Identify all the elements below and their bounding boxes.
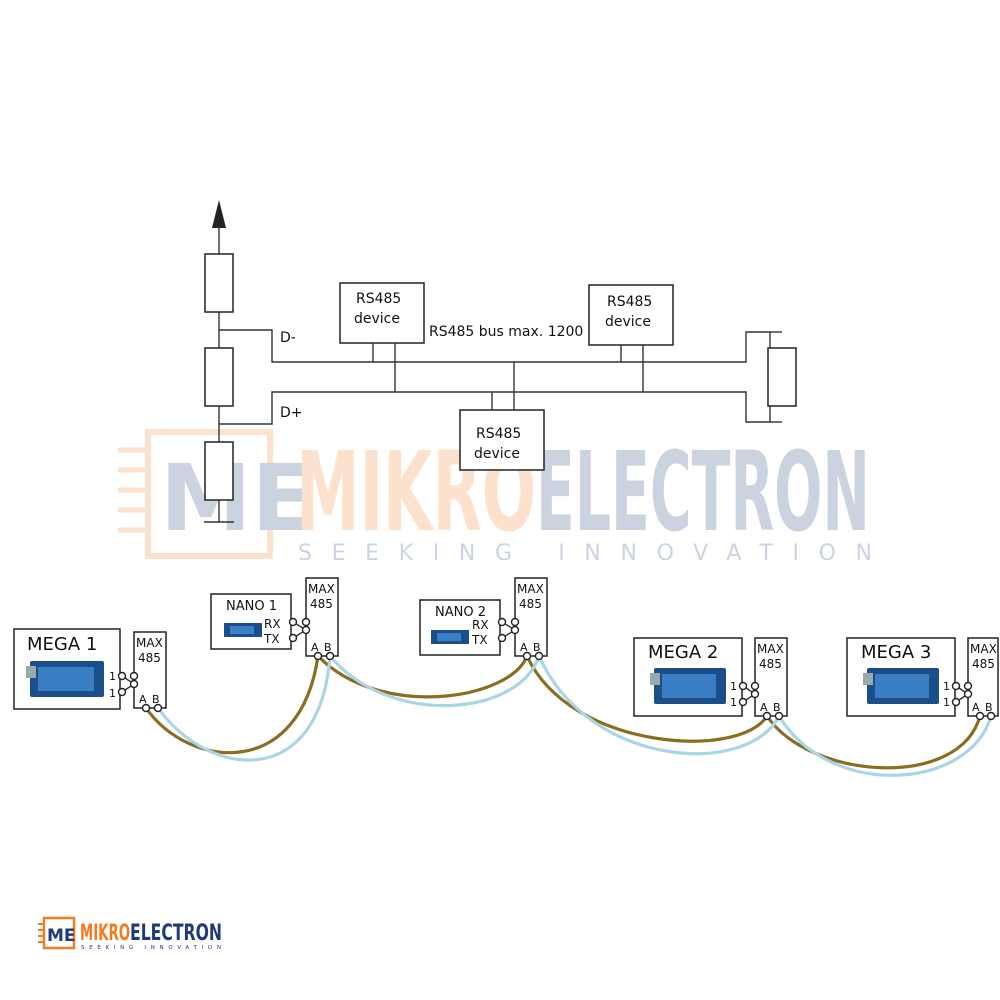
- node-nano-2: NANO 2 RX TX MAX 485 A B: [419, 577, 548, 661]
- nano-1-max485-line1: MAX: [308, 582, 335, 596]
- nano-2-max485-line1: MAX: [517, 582, 544, 596]
- watermark-logo-text: ME: [160, 445, 314, 552]
- mega-1-label: MEGA 1: [27, 634, 97, 655]
- cable-b-segment-4: [765, 715, 982, 770]
- mega-2-pin-bottom: 1: [730, 696, 737, 709]
- cable-b-segment-2: [316, 654, 529, 699]
- bus-schematic: D- D+ RS485 bus max. 1200 m RS485 device…: [204, 200, 797, 523]
- cable-a-segment-4: [777, 715, 993, 777]
- mega-3-pin-bottom: 1: [943, 696, 950, 709]
- nano-1-label: NANO 1: [226, 599, 277, 614]
- cable-a-segment-2: [328, 654, 541, 708]
- mega-1-max485-line1: MAX: [136, 636, 163, 650]
- mega-2-label: MEGA 2: [648, 642, 718, 663]
- watermark-brand-part2: ELECTRON: [536, 428, 870, 556]
- footer-tagline: SEEKING INNOVATION: [81, 945, 221, 951]
- bus-caption: RS485 bus max. 1200 m: [429, 324, 601, 340]
- node-mega-3: MEGA 3 MAX 485 1 1 A B: [846, 637, 999, 721]
- mega-2-max485-line2: 485: [759, 657, 782, 671]
- mega-2-pin-top: 1: [730, 680, 737, 693]
- mega-3-pin-b: B: [985, 701, 993, 714]
- device-3-line1: RS485: [476, 426, 521, 442]
- nano-1-box: [210, 593, 292, 650]
- node-mega-2: MEGA 2 MAX 485 1 1 A B: [633, 637, 788, 721]
- nano-2-pin-b: B: [533, 641, 541, 654]
- device-2-line1: RS485: [607, 294, 652, 310]
- nano-1-pin-rx: RX: [264, 617, 281, 631]
- footer-brand-part1: MIKRO: [80, 921, 130, 946]
- device-3-line2: device: [474, 446, 520, 462]
- d-minus-label: D-: [280, 330, 296, 346]
- mega-1-pin-top: 1: [109, 670, 116, 683]
- mega-2-pin-b: B: [773, 701, 781, 714]
- footer-brand-part2: ELECTRON: [130, 921, 222, 946]
- rs485-device-3: [459, 409, 545, 471]
- node-mega-1: MEGA 1 MAX 485 1 1 A B: [13, 628, 167, 713]
- nano-1-pin-tx: TX: [263, 632, 280, 646]
- footer-logo-text: ME: [47, 926, 76, 946]
- rs485-device-1: [339, 282, 425, 344]
- arduino-mega-board-icon: [650, 668, 726, 704]
- arduino-mega-board-icon: [26, 661, 104, 697]
- arduino-nano-board-icon: [431, 630, 469, 644]
- rs485-device-2: [588, 284, 674, 346]
- termination-resistor-right: [767, 347, 797, 407]
- cable-a-segment-1: [156, 655, 332, 762]
- mega-2-pin-a: A: [760, 701, 768, 714]
- nano-1-pin-a: A: [311, 641, 319, 654]
- mega-1-max485-line2: 485: [138, 651, 161, 665]
- mega-3-pin-a: A: [972, 701, 980, 714]
- arduino-mega-board-icon: [863, 668, 939, 704]
- mega-3-max485-line1: MAX: [970, 642, 997, 656]
- nano-2-max485: [514, 577, 548, 657]
- footer-logo: ME MIKRO ELECTRON SEEKING INNOVATION: [38, 916, 222, 951]
- chip-icon: [42, 916, 76, 950]
- device-2-line2: device: [605, 314, 651, 330]
- d-plus-label: D+: [280, 405, 303, 421]
- watermark: ME MIKRO ELECTRON SEEKING INNOVATION: [118, 428, 872, 566]
- cable-a-segment-3: [537, 655, 781, 756]
- termination-resistor-left: [204, 347, 234, 407]
- nano-1-pin-b: B: [324, 641, 332, 654]
- bus-cables: [144, 654, 993, 777]
- nano-2-box: [419, 599, 501, 656]
- nano-1-max485-line2: 485: [310, 597, 333, 611]
- device-1-line1: RS485: [356, 291, 401, 307]
- nano-2-pin-rx: RX: [472, 618, 489, 632]
- nano-2-max485-line2: 485: [519, 597, 542, 611]
- mega-2-max485-line1: MAX: [757, 642, 784, 656]
- nano-2-label: NANO 2: [435, 605, 486, 620]
- cable-b-segment-1: [144, 655, 320, 755]
- mega-1-pin-b: B: [152, 693, 160, 706]
- pullup-resistor: [204, 253, 234, 313]
- pulldown-resistor: [204, 441, 234, 501]
- mega-1-pin-a: A: [139, 693, 147, 706]
- cable-b-segment-3: [525, 655, 769, 743]
- vcc-arrow-icon: [212, 200, 226, 228]
- nano-2-pin-tx: TX: [471, 633, 488, 647]
- watermark-chip-icon: [145, 429, 273, 559]
- watermark-chip-pins: [118, 447, 146, 533]
- mega-1-pin-bottom: 1: [109, 687, 116, 700]
- arduino-nano-board-icon: [224, 623, 262, 637]
- mega-3-label: MEGA 3: [861, 642, 931, 663]
- mega-3-max485-line2: 485: [972, 657, 995, 671]
- node-nano-1: NANO 1 RX TX MAX 485 A B: [210, 577, 339, 661]
- mega-3-pin-top: 1: [943, 680, 950, 693]
- device-1-line2: device: [354, 311, 400, 327]
- nano-2-pin-a: A: [520, 641, 528, 654]
